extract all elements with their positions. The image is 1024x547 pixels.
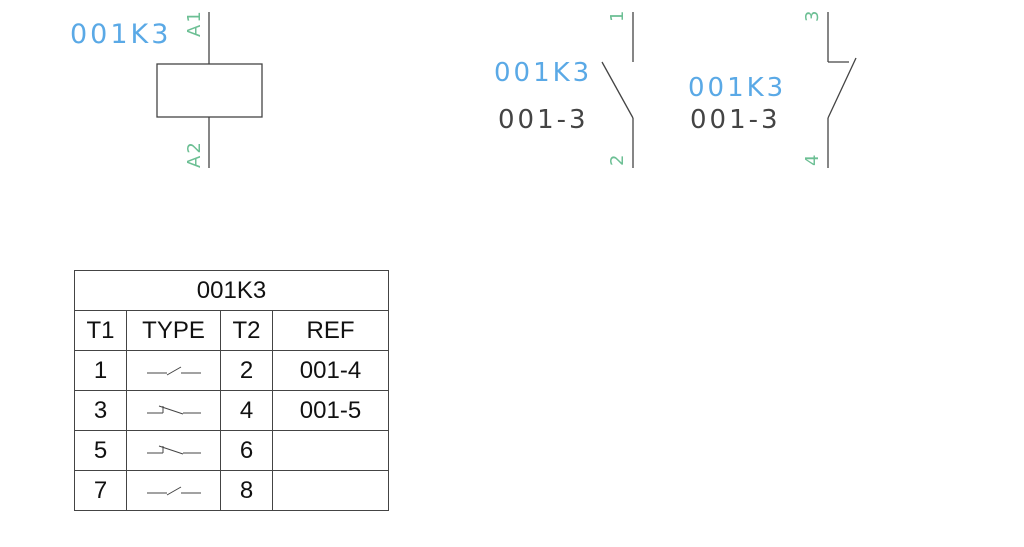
contact-cross-reference-table: 001K3 T1 TYPE T2 REF 1 2 001-4 3 4 001-5… [74, 270, 389, 511]
no-contact-pin-1: 1 [607, 11, 628, 22]
nc-contact-tag: 001K3 [688, 73, 786, 103]
table-row[interactable]: 7 8 [74, 470, 389, 511]
table-header-row: T1 TYPE T2 REF [74, 310, 389, 351]
coil-body [156, 63, 263, 118]
table-title: 001K3 [74, 270, 389, 311]
normally-closed-contact-icon [146, 445, 201, 454]
row-type [126, 390, 221, 431]
header-ref: REF [272, 310, 389, 351]
contact-normally-closed[interactable]: 001K3 001-3 3 4 [688, 11, 857, 168]
header-type: TYPE [126, 310, 221, 351]
table-title-row: 001K3 [74, 270, 389, 311]
no-contact-pin-2: 2 [607, 155, 628, 166]
nc-contact-ref: 001-3 [690, 105, 781, 135]
table-row[interactable]: 5 6 [74, 430, 389, 471]
coil-tag: 001K3 [70, 19, 171, 50]
row-t1: 3 [74, 390, 127, 431]
row-ref: 001-5 [272, 390, 389, 431]
row-t2: 4 [220, 390, 273, 431]
no-contact-ref: 001-3 [498, 105, 589, 135]
coil-pin-a1: A1 [184, 9, 205, 37]
row-t1: 1 [74, 350, 127, 391]
no-contact-tag: 001K3 [494, 58, 592, 88]
normally-open-contact-icon [146, 486, 201, 495]
row-t1: 5 [74, 430, 127, 471]
row-type [126, 350, 221, 391]
table-row[interactable]: 3 4 001-5 [74, 390, 389, 431]
row-t1: 7 [74, 470, 127, 511]
contact-normally-open[interactable]: 001K3 001-3 1 2 [494, 11, 634, 168]
row-ref [272, 430, 389, 471]
row-type [126, 430, 221, 471]
nc-contact-pin-4: 4 [802, 155, 823, 166]
relay-coil[interactable]: 001K3 A1 A2 [70, 9, 263, 168]
table-row[interactable]: 1 2 001-4 [74, 350, 389, 391]
header-t2: T2 [220, 310, 273, 351]
nc-contact-pin-3: 3 [802, 11, 823, 22]
coil-pin-a2: A2 [184, 140, 205, 168]
row-ref [272, 470, 389, 511]
row-type [126, 470, 221, 511]
row-t2: 8 [220, 470, 273, 511]
row-ref: 001-4 [272, 350, 389, 391]
header-t1: T1 [74, 310, 127, 351]
no-contact-blade [601, 61, 634, 119]
normally-closed-contact-icon [146, 405, 201, 414]
row-t2: 2 [220, 350, 273, 391]
nc-contact-blade [827, 57, 857, 119]
normally-open-contact-icon [146, 366, 201, 375]
row-t2: 6 [220, 430, 273, 471]
